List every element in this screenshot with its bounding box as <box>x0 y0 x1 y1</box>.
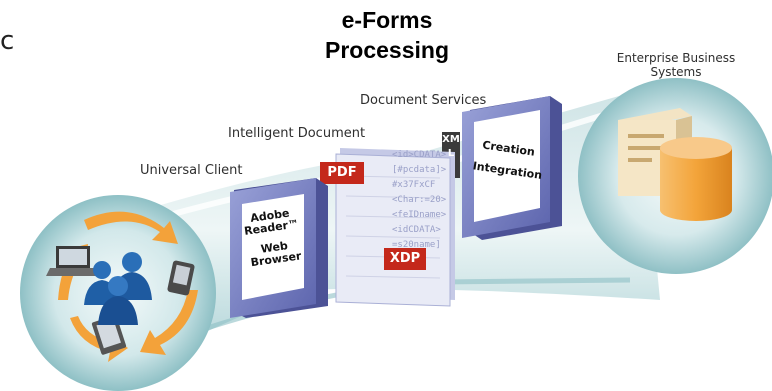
title-line-1: e-Forms <box>341 7 433 33</box>
document-stack <box>320 148 455 307</box>
intelligent-document-label: Intelligent Document <box>228 126 366 141</box>
code-line: #x37FxCF <box>392 180 436 190</box>
laptop-icon <box>46 246 100 276</box>
cycle-arrow-right <box>140 290 198 355</box>
pdf-badge: PDF <box>327 165 357 180</box>
xdp-badge: XDP <box>389 251 421 266</box>
people-icon <box>84 252 152 325</box>
document-services-label: Document Services <box>360 93 487 108</box>
enterprise-systems-label: Enterprise Business Systems <box>606 51 746 79</box>
xml-badge: XML <box>442 134 460 159</box>
code-line: [#pcdata]> <box>392 165 447 175</box>
universal-client-label: Universal Client <box>140 163 243 178</box>
user-circle <box>20 195 216 391</box>
code-line: <feIDname> <box>392 210 447 220</box>
cycle-arrow-top <box>84 211 178 244</box>
enterprise-label-line-1: Enterprise Business <box>616 51 736 65</box>
document-services-panel <box>462 96 562 240</box>
code-line: <Char:=20> <box>392 195 447 205</box>
code-line: <idCDATA> <box>392 225 441 235</box>
database-cylinder-icon <box>660 137 732 221</box>
title-line-2: Processing <box>325 37 449 63</box>
tablet-icon <box>91 315 127 355</box>
universal-client-panel <box>230 178 328 318</box>
edge-fragment-text: c <box>0 26 15 56</box>
client-panel-text: Adobe Reader™ Web Browser <box>240 206 305 270</box>
enterprise-label-line-2: Systems <box>650 65 702 79</box>
diagram-title: e-Forms Processing <box>272 5 502 65</box>
document-code-lines: <id>CDATA> [#pcdata]> #x37FxCF <Char:=20… <box>392 148 446 253</box>
code-line: <id>CDATA> <box>392 150 447 160</box>
enterprise-circle <box>578 78 772 274</box>
pda-icon <box>167 260 195 296</box>
code-line: =s20name] <box>392 240 441 250</box>
